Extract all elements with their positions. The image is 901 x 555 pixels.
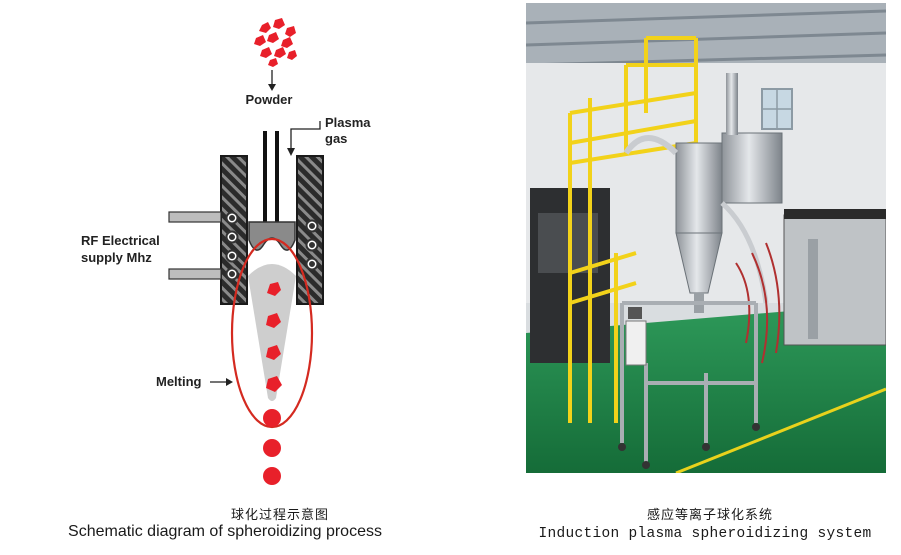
plasma-plume [248, 264, 296, 401]
spheroidized-droplets [263, 409, 281, 485]
system-photo [525, 3, 887, 475]
injection-tube-right [275, 131, 279, 231]
photo-caption-cn: 感应等离子球化系统 [646, 508, 773, 523]
powder-label: Powder [246, 92, 293, 107]
induction-coil-icon [225, 211, 319, 281]
photo-caption-en: Induction plasma spheroidizing system [538, 526, 872, 542]
torch-wall-left [220, 155, 248, 305]
schematic-caption-en: Schematic diagram of spheroidizing proce… [68, 523, 382, 540]
schematic-svg: Powder Plasma gas RF Electrical supply M… [81, 18, 371, 485]
rf-label-line1: RF Electrical [81, 233, 160, 248]
rf-label-line2: supply Mhz [81, 250, 152, 265]
rf-lead-bottom [168, 268, 222, 280]
rf-lead-top [168, 211, 222, 223]
schematic-caption-cn: 球化过程示意图 [230, 508, 329, 523]
schematic-diagram: Powder Plasma gas RF Electrical supply M… [81, 18, 371, 485]
powder-cluster-icon [254, 18, 297, 67]
plasma-label-line2: gas [325, 131, 347, 146]
yellow-railing [568, 36, 698, 423]
injection-tube-left [263, 131, 267, 231]
melting-particles [266, 282, 282, 392]
system-photo-svg [525, 3, 887, 475]
plasma-label-line1: Plasma [325, 115, 371, 130]
melting-label: Melting [156, 374, 202, 389]
